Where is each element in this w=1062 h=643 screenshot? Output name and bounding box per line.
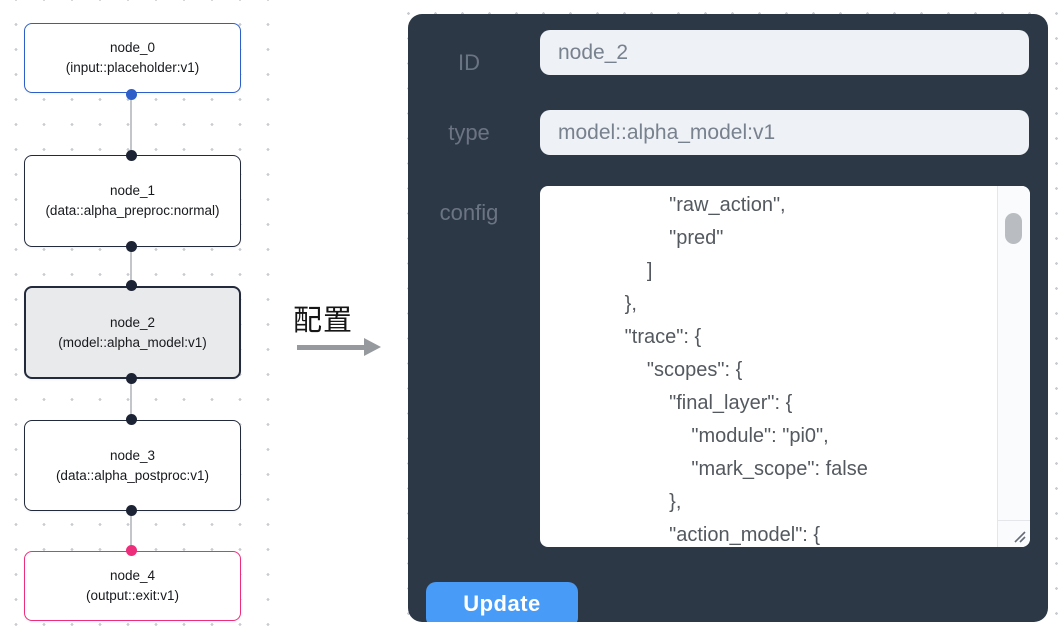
port-out-node_0[interactable] xyxy=(126,89,137,100)
edge-node_3-node_4 xyxy=(130,511,132,551)
graph-node-node_0[interactable]: node_0 (input::placeholder:v1) xyxy=(24,23,241,93)
transition-annotation: 配置 xyxy=(293,297,387,356)
config-scrollbar[interactable] xyxy=(997,186,1030,547)
node-label: node_2 xyxy=(109,314,156,330)
config-scrollbar-thumb[interactable] xyxy=(1005,213,1022,244)
node-config-panel: ID type config "raw_action", "pred" ] },… xyxy=(408,14,1048,622)
node-type-label: (data::alpha_postproc:v1) xyxy=(55,467,210,483)
port-out-node_2[interactable] xyxy=(126,373,137,384)
right-arrow-icon xyxy=(297,338,381,356)
edge-node_1-node_2 xyxy=(130,247,132,286)
port-out-node_1[interactable] xyxy=(126,241,137,252)
port-in-node_4[interactable] xyxy=(126,545,137,556)
port-out-node_3[interactable] xyxy=(126,505,137,516)
edge-node_2-node_3 xyxy=(130,379,132,420)
config-json-text[interactable]: "raw_action", "pred" ] }, "trace": { "sc… xyxy=(624,194,868,546)
id-field-label: ID xyxy=(458,50,480,75)
port-in-node_2[interactable] xyxy=(126,280,137,291)
node-label: node_0 xyxy=(109,40,156,55)
graph-node-node_4[interactable]: node_4 (output::exit:v1) xyxy=(24,551,241,621)
node-type-label: (data::alpha_preproc:normal) xyxy=(45,203,220,218)
detail-canvas: ID type config "raw_action", "pred" ] },… xyxy=(389,0,1062,631)
graph-node-node_3[interactable]: node_3 (data::alpha_postproc:v1) xyxy=(24,420,241,511)
node-type-label: (output::exit:v1) xyxy=(85,588,180,603)
node-label: node_4 xyxy=(109,568,156,583)
id-input[interactable] xyxy=(540,30,1029,75)
node-type-label: (input::placeholder:v1) xyxy=(65,60,200,75)
resize-handle[interactable] xyxy=(997,520,1030,547)
edge-node_0-node_1 xyxy=(130,94,132,155)
port-in-node_1[interactable] xyxy=(126,150,137,161)
resize-grip-icon xyxy=(1014,531,1026,543)
graph-node-node_2[interactable]: node_2 (model::alpha_model:v1) xyxy=(24,286,241,379)
config-textarea[interactable]: "raw_action", "pred" ] }, "trace": { "sc… xyxy=(540,186,1030,547)
graph-canvas[interactable]: node_0 (input::placeholder:v1) node_1 (d… xyxy=(0,0,272,643)
node-label: node_3 xyxy=(109,447,156,463)
port-in-node_3[interactable] xyxy=(126,414,137,425)
transition-label: 配置 xyxy=(293,305,354,337)
node-type-label: (model::alpha_model:v1) xyxy=(58,334,207,350)
type-input[interactable] xyxy=(540,110,1029,155)
type-field-label: type xyxy=(448,120,490,145)
update-button[interactable]: Update xyxy=(426,582,578,622)
graph-node-node_1[interactable]: node_1 (data::alpha_preproc:normal) xyxy=(24,155,241,247)
config-field-label: config xyxy=(439,200,499,225)
node-label: node_1 xyxy=(109,183,156,198)
